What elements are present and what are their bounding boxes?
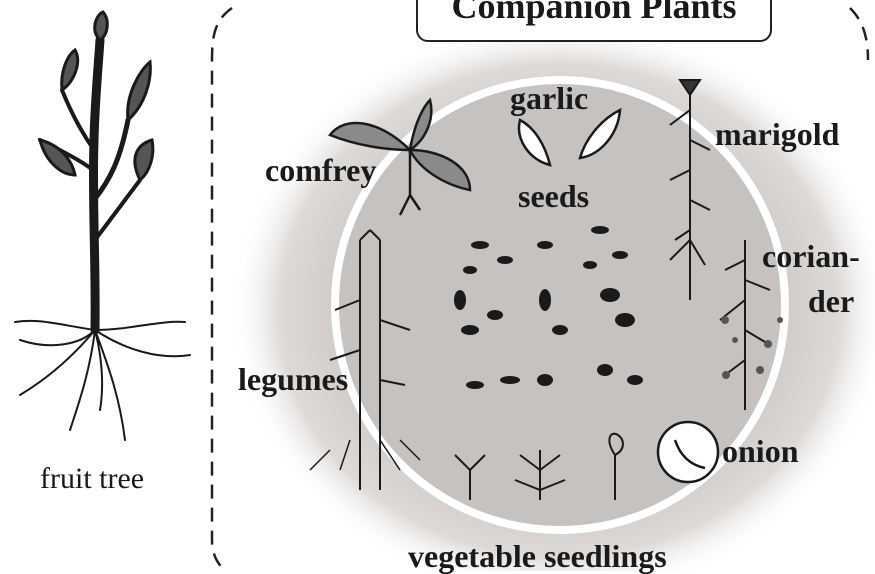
diagram-title: Companion Plants (451, 0, 736, 26)
label-onion: onion (722, 435, 798, 467)
onion-drawing (658, 422, 718, 482)
fruit-tree-drawing (15, 12, 190, 440)
label-legumes: legumes (238, 363, 348, 395)
title-box: Companion Plants (416, 0, 772, 42)
label-coriander-line1: corian- (762, 240, 860, 272)
label-fruit-tree: fruit tree (40, 462, 144, 496)
label-vegetable-seedlings: vegetable seedlings (408, 540, 667, 572)
label-coriander-line2: der (808, 285, 854, 317)
label-marigold: marigold (715, 118, 839, 150)
label-garlic: garlic (510, 82, 588, 114)
label-seeds: seeds (518, 180, 589, 212)
label-comfrey: comfrey (265, 154, 376, 186)
